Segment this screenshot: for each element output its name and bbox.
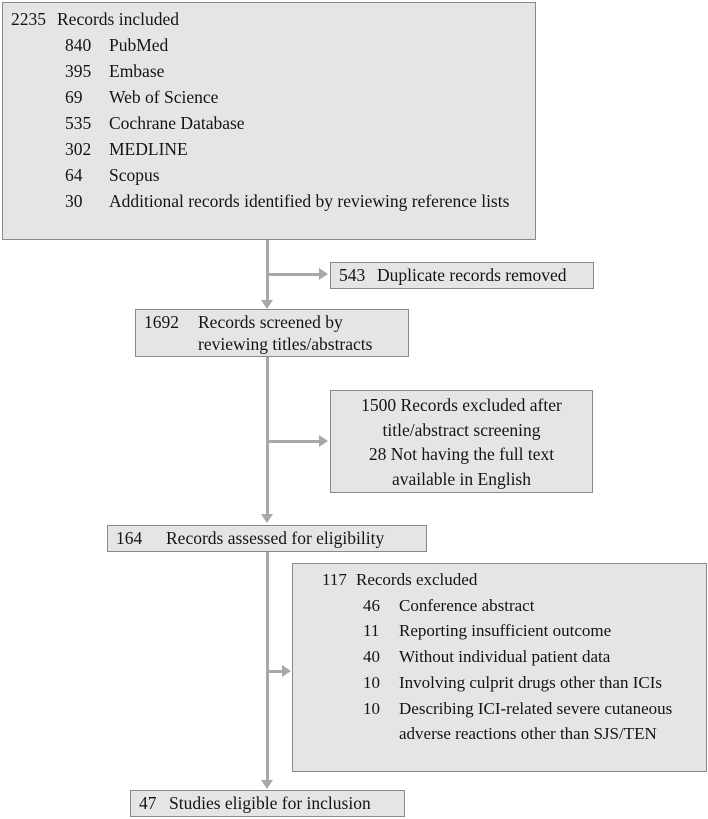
- exclusion-reason-row: 46 Conference abstract: [363, 593, 698, 619]
- studies-eligible-box: 47 Studies eligible for inclusion: [130, 790, 405, 817]
- reason-label: Conference abstract: [399, 595, 535, 615]
- exclusion-reason-row: 40 Without individual patient data: [363, 644, 698, 670]
- exclusion-reason-row: 10 Involving culprit drugs other than IC…: [363, 670, 698, 696]
- source-label: Scopus: [109, 165, 160, 185]
- screening-excluded-entry: 1500 Records excluded after title/abstra…: [337, 393, 586, 442]
- source-row-web-of-science: 69 Web of Science: [65, 84, 529, 110]
- exclusion-reason-row: 10 Describing ICI-related severe cutaneo…: [363, 696, 698, 747]
- source-count: 30: [65, 191, 83, 211]
- eligibility-excluded-total-row: 117 Records excluded: [322, 567, 698, 593]
- arrowhead-right-to-screening-excluded: [319, 435, 328, 447]
- source-row-medline: 302 MEDLINE: [65, 136, 529, 162]
- assessed-row: 164 Records assessed for eligibility: [116, 527, 420, 549]
- screened-label: Records screened by reviewing titles/abs…: [198, 312, 373, 354]
- source-row-reference-lists: 30 Additional records identified by revi…: [65, 188, 529, 214]
- exclusion-reason-row: 11 Reporting insufficient outcome: [363, 618, 698, 644]
- records-assessed-box: 164 Records assessed for eligibility: [107, 525, 427, 552]
- eligible-row: 47 Studies eligible for inclusion: [139, 792, 398, 814]
- source-count: 69: [65, 87, 83, 107]
- reason-label: Describing ICI-related severe cutaneous …: [399, 698, 673, 744]
- screening-excluded-box: 1500 Records excluded after title/abstra…: [330, 390, 593, 493]
- source-count: 535: [65, 113, 92, 133]
- source-count: 64: [65, 165, 83, 185]
- screened-row: 1692 Records screened by reviewing title…: [144, 312, 404, 355]
- screening-excluded-entry: 28 Not having the full text available in…: [337, 442, 586, 491]
- arrow-line-to-screening-excluded: [267, 440, 320, 443]
- eligibility-excluded-label: Records excluded: [356, 570, 478, 589]
- source-row-embase: 395 Embase: [65, 58, 529, 84]
- arrowhead-down-to-screened: [261, 300, 273, 309]
- arrow-line-screened-to-assessed: [266, 357, 269, 515]
- included-total-row: 2235 Records included: [11, 6, 529, 32]
- screening-excluded-count: 28: [368, 444, 387, 464]
- arrow-line-to-duplicates: [267, 273, 320, 276]
- source-count: 302: [65, 139, 92, 159]
- source-label: Embase: [109, 61, 165, 81]
- reason-count: 10: [363, 672, 380, 692]
- duplicates-label: Duplicate records removed: [377, 265, 567, 285]
- source-row-cochrane: 535 Cochrane Database: [65, 110, 529, 136]
- source-label: Cochrane Database: [109, 113, 245, 133]
- reason-label: Reporting insufficient outcome: [399, 621, 612, 641]
- source-row-scopus: 64 Scopus: [65, 162, 529, 188]
- records-included-box: 2235 Records included 840 PubMed 395 Emb…: [2, 2, 536, 240]
- arrow-line-included-to-screened: [266, 240, 269, 301]
- source-row-pubmed: 840 PubMed: [65, 32, 529, 58]
- reason-count: 11: [363, 621, 380, 641]
- screening-excluded-label: Records excluded after title/abstract sc…: [382, 395, 562, 440]
- included-label: Records included: [57, 9, 179, 29]
- duplicates-row: 543 Duplicate records removed: [339, 264, 587, 286]
- reason-count: 40: [363, 647, 380, 667]
- source-label: PubMed: [109, 35, 169, 55]
- duplicates-count: 543: [339, 265, 366, 285]
- reason-label: Without individual patient data: [399, 647, 611, 667]
- assessed-count: 164: [116, 528, 143, 548]
- source-count: 395: [65, 61, 92, 81]
- arrowhead-right-to-eligibility-excluded: [282, 665, 291, 677]
- arrowhead-down-to-assessed: [261, 514, 273, 523]
- duplicates-removed-box: 543 Duplicate records removed: [330, 262, 594, 289]
- records-screened-box: 1692 Records screened by reviewing title…: [135, 309, 409, 357]
- arrow-line-to-eligibility-excluded: [267, 670, 283, 673]
- assessed-label: Records assessed for eligibility: [166, 528, 385, 548]
- source-label: Web of Science: [109, 87, 219, 107]
- arrow-line-assessed-to-eligible: [266, 552, 269, 781]
- screening-excluded-label: Not having the full text available in En…: [390, 444, 555, 489]
- source-label: MEDLINE: [109, 139, 188, 159]
- eligibility-excluded-box: 117 Records excluded 46 Conference abstr…: [292, 563, 707, 772]
- eligible-count: 47: [139, 793, 157, 813]
- arrowhead-right-to-duplicates: [319, 268, 328, 280]
- screened-count: 1692: [144, 312, 179, 332]
- eligibility-excluded-count: 117: [322, 570, 347, 589]
- source-count: 840: [65, 35, 92, 55]
- included-count: 2235: [11, 9, 46, 29]
- source-label: Additional records identified by reviewi…: [109, 191, 510, 211]
- arrowhead-down-to-eligible: [261, 780, 273, 789]
- reason-label: Involving culprit drugs other than ICIs: [399, 672, 662, 692]
- eligible-label: Studies eligible for inclusion: [169, 793, 371, 813]
- reason-count: 10: [363, 698, 380, 718]
- reason-count: 46: [363, 595, 380, 615]
- screening-excluded-count: 1500: [361, 395, 397, 415]
